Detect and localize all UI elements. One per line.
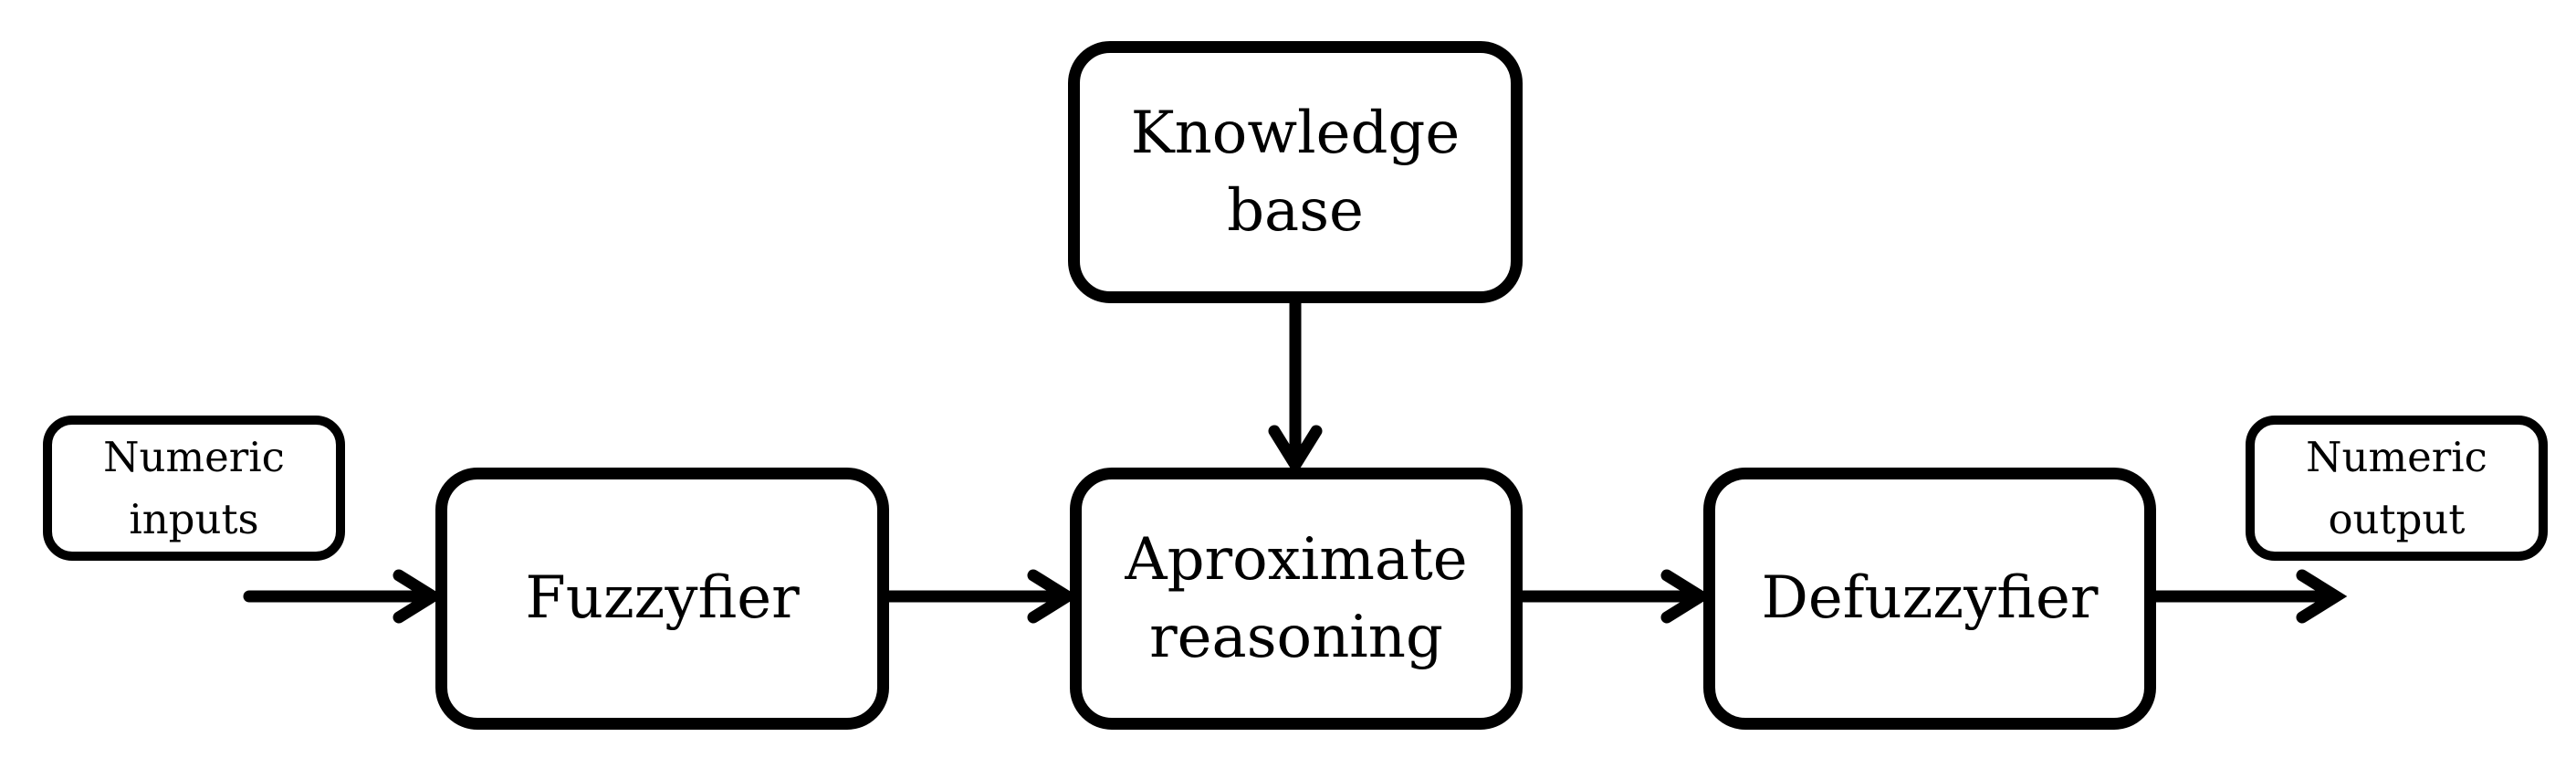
node-defuzzyfier: Defuzzyfier	[1703, 468, 2156, 730]
node-numeric-output-label: Numeric output	[2306, 433, 2487, 543]
arrowhead-right-icon	[393, 569, 445, 624]
arrowhead-right-icon	[1027, 569, 1079, 624]
node-knowledge-base: Knowledge base	[1068, 41, 1523, 303]
arrowhead-right-icon	[1660, 569, 1712, 624]
node-fuzzyfier: Fuzzyfier	[435, 468, 889, 730]
arrowhead-down-icon	[1268, 425, 1323, 477]
arrow-knowledge-base-to-approximate-reasoning	[1268, 297, 1323, 477]
node-numeric-output: Numeric output	[2246, 416, 2548, 561]
arrow-fuzzyfier-to-approximate-reasoning	[883, 569, 1079, 624]
node-fuzzyfier-label: Fuzzyfier	[525, 564, 800, 633]
node-defuzzyfier-label: Defuzzyfier	[1761, 564, 2099, 633]
node-knowledge-base-label: Knowledge base	[1130, 100, 1461, 245]
arrow-approximate-reasoning-to-defuzzyfier	[1516, 569, 1712, 624]
arrow-defuzzyfier-to-numeric-output	[2150, 569, 2348, 624]
node-numeric-inputs-label: Numeric inputs	[103, 433, 285, 543]
node-approximate-reasoning: Aproximate reasoning	[1070, 468, 1523, 730]
arrowhead-right-icon	[2296, 569, 2348, 624]
arrow-numeric-inputs-to-fuzzyfier	[243, 569, 445, 624]
node-approximate-reasoning-label: Aproximate reasoning	[1125, 526, 1468, 671]
node-numeric-inputs: Numeric inputs	[43, 416, 345, 561]
